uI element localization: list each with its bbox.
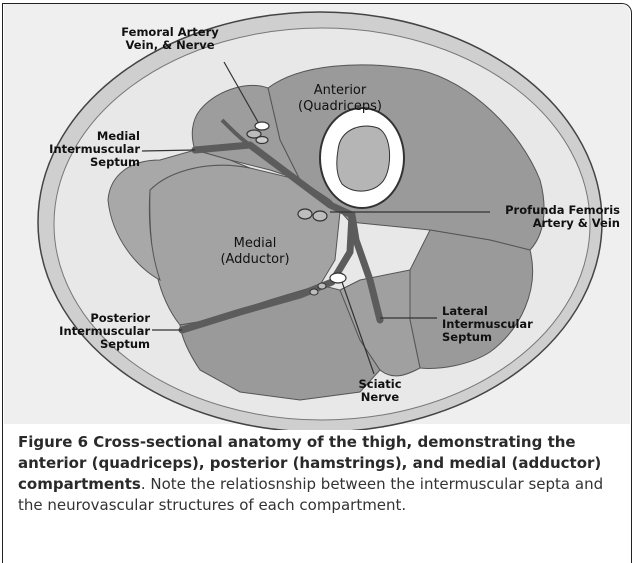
label-lateral-intermuscular-septum: Lateral Intermuscular Septum <box>442 305 542 344</box>
sciatic-vessel-2 <box>310 289 318 295</box>
femoral-nerve <box>256 137 268 144</box>
sciatic-vessel-1 <box>318 283 326 289</box>
label-anterior-quadriceps: Anterior (Quadriceps) <box>285 83 395 115</box>
femur-marrow <box>337 126 390 191</box>
label-medial-adductor: Medial (Adductor) <box>200 236 310 268</box>
label-profunda-femoris: Profunda Femoris Artery & Vein <box>480 204 620 230</box>
profunda-artery <box>298 209 312 219</box>
sciatic-nerve <box>330 273 346 283</box>
label-posterior-intermuscular-septum: Posterior Intermuscular Septum <box>40 312 150 351</box>
femoral-artery <box>255 122 269 130</box>
label-femoral-artery-vein-nerve: Femoral Artery Vein, & Nerve <box>110 26 230 52</box>
label-sciatic-nerve: Sciatic Nerve <box>350 378 410 404</box>
figure-caption: Figure 6 Cross-sectional anatomy of the … <box>18 432 618 516</box>
profunda-vein <box>313 211 327 221</box>
label-medial-intermuscular-septum: Medial Intermuscular Septum <box>40 130 140 169</box>
